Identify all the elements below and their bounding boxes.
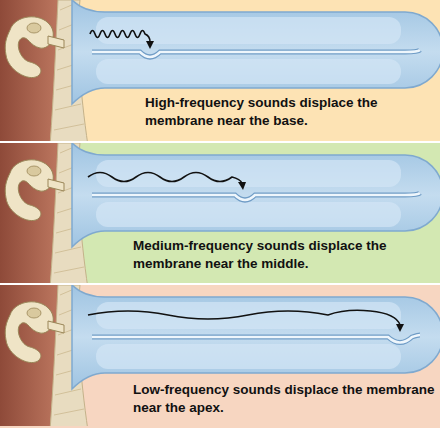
cochlea-drawing	[0, 0, 440, 141]
frequency-panel: Low-frequency sounds displace the membra…	[0, 285, 440, 428]
cochlea-drawing	[0, 143, 440, 283]
caption-text: High-frequency sounds displace the membr…	[145, 94, 435, 129]
frequency-panel: Medium-frequency sounds displace the mem…	[0, 143, 440, 283]
caption-text: Medium-frequency sounds displace the mem…	[133, 237, 435, 272]
frequency-panel: High-frequency sounds displace the membr…	[0, 0, 440, 141]
caption-text: Low-frequency sounds displace the membra…	[133, 381, 435, 416]
cochlea-drawing	[0, 285, 440, 426]
